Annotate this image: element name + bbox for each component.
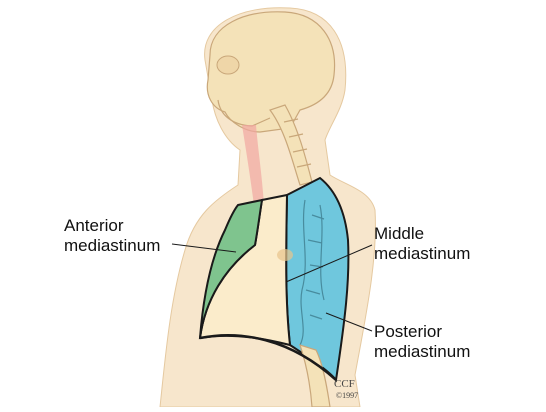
middle-label-line2: mediastinum <box>374 244 471 263</box>
diaphragm-outline <box>199 333 337 381</box>
thoracic-vessels <box>299 199 325 346</box>
anterior-leader-line <box>171 243 237 253</box>
vertebra-1 <box>283 118 299 123</box>
posterior-label: Posterior mediastinum <box>374 322 470 362</box>
credit-org: CCF <box>334 378 355 390</box>
credit-year: ©1997 <box>336 391 359 400</box>
vertebra-4 <box>296 163 312 168</box>
anterior-label-line1: Anterior <box>64 216 124 235</box>
heart-shadow <box>277 249 293 261</box>
posterior-label-line1: Posterior <box>374 322 443 341</box>
vertebra-3 <box>292 148 308 153</box>
posterior-mediastinum-region <box>285 176 350 383</box>
skull <box>206 11 336 133</box>
trachea <box>242 125 264 205</box>
middle-leader-line <box>285 244 373 283</box>
anterior-label: Anterior mediastinum <box>64 216 160 256</box>
middle-label-line1: Middle <box>374 224 425 243</box>
eye-socket <box>216 55 240 75</box>
anterior-label-line2: mediastinum <box>64 236 161 255</box>
vertebra-2 <box>288 133 304 138</box>
middle-label: Middle mediastinum <box>374 224 470 264</box>
posterior-leader-line <box>325 312 373 332</box>
posterior-label-line2: mediastinum <box>374 342 471 361</box>
